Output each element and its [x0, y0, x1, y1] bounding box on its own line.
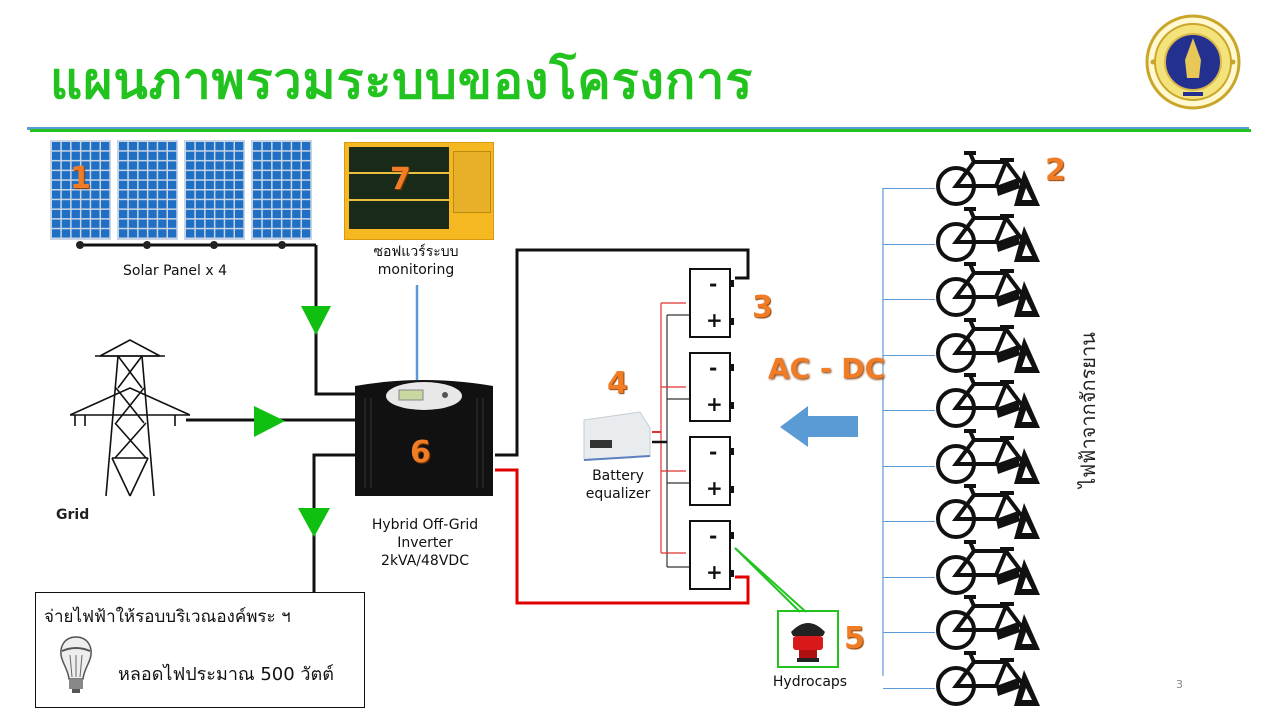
battery-minus-terminal: -	[709, 524, 718, 548]
hydrocap-image	[791, 623, 825, 662]
output-wire	[312, 453, 360, 592]
solar-number: 1	[70, 161, 91, 196]
bicycle-generator-icon	[934, 370, 1040, 434]
monitoring-software-image	[344, 142, 494, 240]
bicycle-generator-icon	[934, 426, 1040, 490]
output-flow-arrow	[298, 508, 330, 537]
negative-wire	[495, 248, 750, 457]
inverter-label-line2: Inverter	[397, 535, 453, 551]
solar-panel	[50, 140, 111, 240]
bicycle-generator-icon	[934, 204, 1040, 268]
monitoring-label-line2: monitoring	[377, 262, 455, 278]
bicycle-vertical-label: ไฟฟ้าจากจักรยาน	[1076, 332, 1100, 488]
equalizer-label-line2: equalizer	[585, 486, 651, 502]
inverter-label-line1: Hybrid Off-Grid	[371, 517, 479, 533]
battery-equalizer-image	[583, 411, 651, 461]
output-box-title: จ่ายไฟฟ้าให้รอบบริเวณองค์พระ ฯ	[44, 607, 291, 627]
equalizer-number: 4	[607, 366, 628, 401]
solar-panel	[251, 140, 312, 240]
hydrocaps-connector	[734, 547, 807, 613]
solar-panel	[184, 140, 245, 240]
bicycle-connection-line	[883, 521, 935, 523]
bicycle-connection-line	[883, 465, 935, 467]
page-number: 3	[1176, 678, 1183, 691]
bicycle-number: 2	[1045, 153, 1066, 188]
light-bulb-icon	[60, 636, 92, 693]
university-seal-logo	[1145, 14, 1241, 110]
bicycle-generator-icon	[934, 481, 1040, 545]
battery-number: 3	[752, 290, 773, 325]
hydrocaps-label: Hydrocaps	[772, 674, 848, 690]
solar-bus-wire	[76, 241, 360, 396]
battery-minus-terminal: -	[709, 440, 718, 464]
bicycle-connection-line	[883, 188, 935, 190]
bicycle-connection-line	[883, 354, 935, 356]
bicycle-generator-icon	[934, 537, 1040, 601]
bicycle-generator-icon	[934, 592, 1040, 656]
acdc-label: AC - DC	[768, 352, 886, 385]
hybrid-inverter-image	[353, 378, 495, 500]
acdc-arrow-left	[780, 406, 858, 447]
bicycle-connection-line	[883, 410, 935, 412]
bicycle-generator-icon	[934, 259, 1040, 323]
grid-flow-arrow	[254, 406, 285, 437]
equalizer-label-line1: Battery	[592, 468, 644, 484]
bicycle-connection-line	[883, 632, 935, 634]
battery: -+	[689, 520, 734, 590]
power-output-box: จ่ายไฟฟ้าให้รอบบริเวณองค์พระ ฯ หลอดไฟประ…	[35, 592, 365, 708]
solar-panel	[117, 140, 178, 240]
slide-title: แผนภาพรวมระบบของโครงการ	[50, 52, 754, 110]
inverter-number: 6	[410, 435, 431, 470]
battery-plus-terminal: +	[706, 560, 723, 584]
hydrocaps-number: 5	[844, 621, 865, 656]
monitoring-number: 7	[390, 162, 411, 197]
inverter-label-line3: 2kVA/48VDC	[381, 553, 469, 569]
equalizer-wiring	[652, 302, 690, 568]
battery: -+	[689, 268, 734, 338]
bicycle-connection-line	[883, 243, 935, 245]
battery-plus-terminal: +	[706, 308, 723, 332]
monitoring-label-line1: ซอฟแวร์ระบบ	[373, 244, 459, 260]
hydrocaps-frame	[777, 610, 839, 668]
bicycle-connection-line	[883, 687, 935, 689]
battery: -+	[689, 352, 734, 422]
bicycle-generator-icon	[934, 648, 1040, 712]
bicycle-connection-line	[883, 576, 935, 578]
solar-flow-arrow	[301, 306, 331, 335]
bicycle-generator-icon	[934, 315, 1040, 379]
transmission-tower-icon	[70, 339, 190, 497]
title-rule-green	[30, 129, 1251, 132]
battery-minus-terminal: -	[709, 356, 718, 380]
battery: -+	[689, 436, 734, 506]
solar-label: Solar Panel x 4	[123, 263, 227, 279]
solar-panels	[50, 140, 315, 240]
bicycle-generator-icon	[934, 148, 1040, 212]
solar-panel-array	[50, 140, 312, 240]
grid-label: Grid	[56, 507, 90, 523]
bicycle-connection-line	[883, 299, 935, 301]
battery-plus-terminal: +	[706, 392, 723, 416]
positive-wire	[495, 468, 750, 605]
title-rule-blue	[27, 127, 1249, 130]
battery-minus-terminal: -	[709, 272, 718, 296]
output-lamp-text: หลอดไฟประมาณ 500 วัตต์	[118, 664, 334, 685]
battery-plus-terminal: +	[706, 476, 723, 500]
